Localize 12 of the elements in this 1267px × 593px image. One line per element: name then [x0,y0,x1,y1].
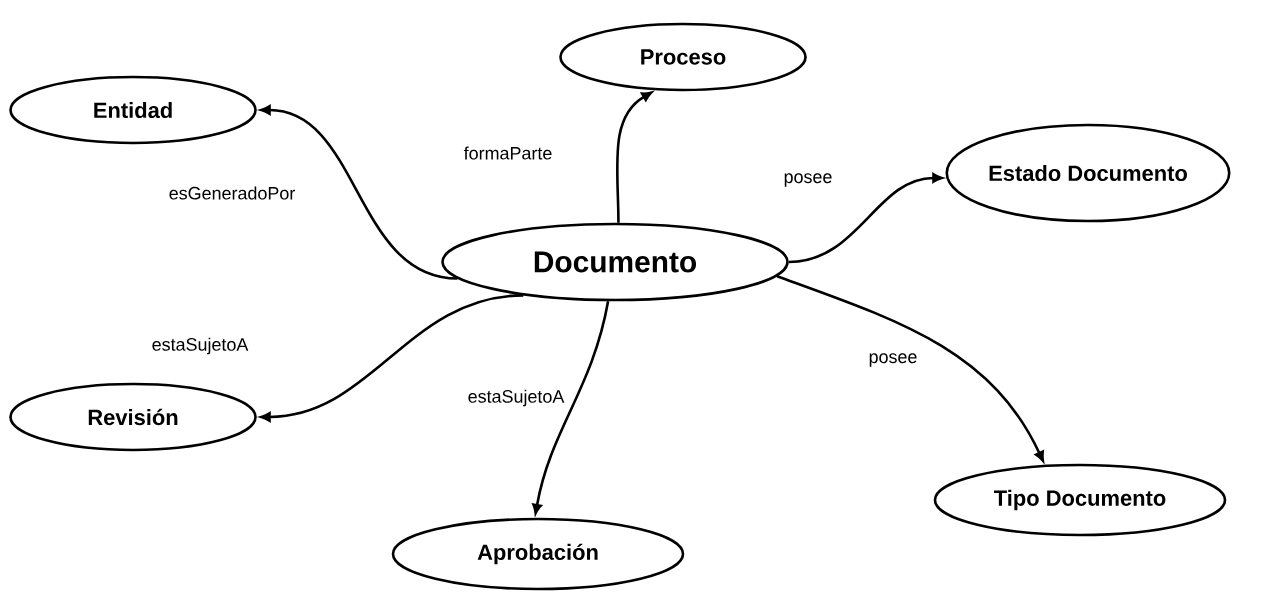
edge-label: esGeneradoPor [169,186,295,200]
arrow [615,91,653,223]
arrow [260,294,524,422]
arrow [788,173,943,264]
arrow [776,274,1045,462]
edge-label: posee [784,173,832,187]
edge-label: posee [869,353,917,367]
edge-label: estaSujetoA [468,389,565,407]
edge-label: estaSujetoA [152,337,249,355]
arrow [260,105,458,280]
arrow [532,301,610,515]
edge-label: formaParte [463,146,552,160]
